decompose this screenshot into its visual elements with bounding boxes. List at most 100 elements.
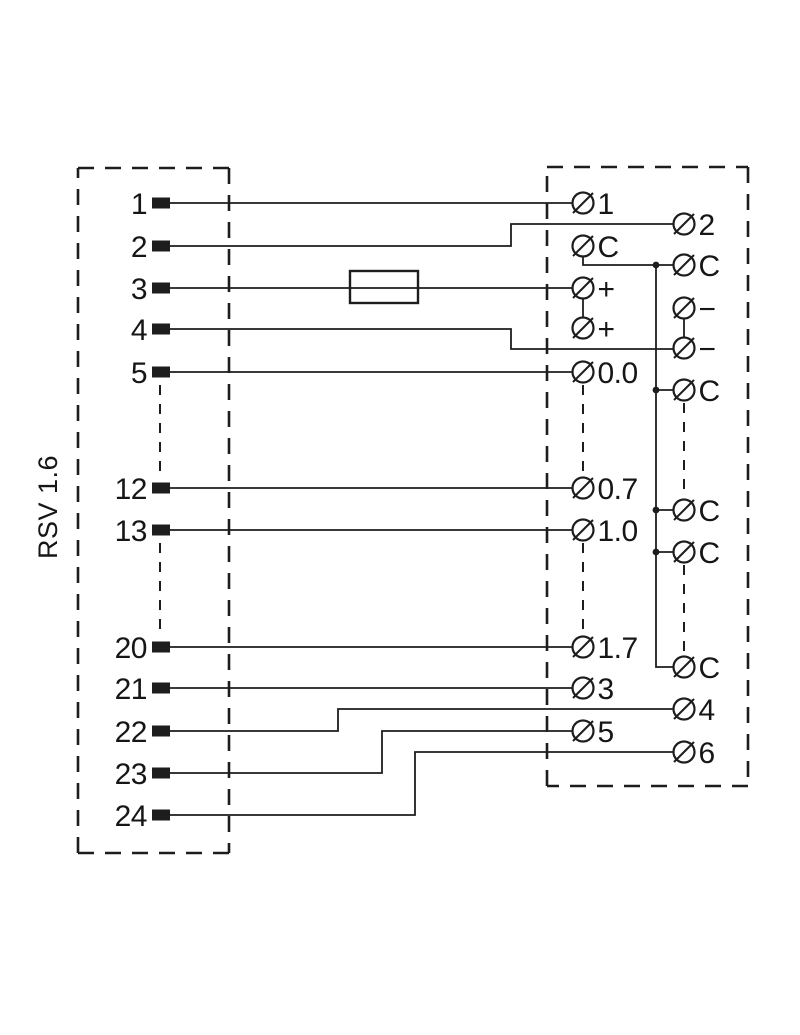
terminal-right-C-4: C: [672, 375, 720, 408]
terminal-label: 4: [699, 694, 715, 727]
pin-21: 21: [115, 673, 170, 706]
pin-3: 3: [131, 273, 170, 306]
terminal-slash-icon: [673, 254, 695, 276]
pin-contact-icon: [152, 725, 170, 737]
fuse-symbol: [348, 269, 420, 305]
terminal-label: C: [699, 250, 720, 283]
pin-number: 20: [115, 632, 147, 665]
pin-13: 13: [115, 515, 170, 548]
pin-contact-icon: [152, 482, 170, 494]
terminal-label: C: [699, 495, 720, 528]
pin-contact-icon: [152, 282, 170, 294]
connector-box: [76, 166, 231, 855]
pin-number: 24: [115, 800, 147, 833]
terminal-slash-icon: [673, 213, 695, 235]
terminal-right-2-0: 2: [672, 209, 715, 242]
junction-dot-3: [652, 548, 660, 556]
pin-contact-icon: [152, 641, 170, 653]
wire-c-bridge: [582, 257, 673, 266]
terminal-left-+-2: +: [571, 273, 615, 306]
wire-pin23-to-terminal5: [170, 730, 572, 774]
terminal-right-C-7: C: [672, 652, 720, 685]
terminal-slash-icon: [572, 277, 594, 299]
pin-22: 22: [115, 716, 170, 749]
terminal-slash-icon: [572, 636, 594, 658]
pin-contact-icon: [152, 366, 170, 378]
terminal-right-−-2: −: [672, 293, 716, 326]
pin-2: 2: [131, 231, 170, 264]
terminal-left-3-8: 3: [571, 673, 614, 706]
pin-number: 2: [131, 231, 147, 264]
terminal-label: −: [699, 293, 716, 326]
terminal-slash-icon: [572, 317, 594, 339]
terminal-left-1.7-7: 1.7: [571, 632, 638, 665]
terminal-label: 1.0: [598, 515, 638, 548]
junction-dot-1: [652, 386, 660, 394]
terminal-label: 0.0: [598, 357, 638, 390]
pin-number: 1: [131, 188, 147, 221]
wire-pin24-to-terminal6: [170, 751, 673, 816]
pin-20: 20: [115, 632, 170, 665]
terminal-slash-icon: [572, 477, 594, 499]
pin-4: 4: [131, 314, 170, 347]
connector-type-label: RSV 1.6: [33, 455, 63, 559]
terminal-left-5-9: 5: [571, 716, 614, 749]
pin-12: 12: [115, 473, 170, 506]
pin-number: 13: [115, 515, 147, 548]
terminal-label: −: [699, 333, 716, 366]
terminal-slash-icon: [673, 541, 695, 563]
terminal-label: 1: [598, 188, 614, 221]
terminal-slash-icon: [673, 297, 695, 319]
terminal-label: +: [598, 313, 615, 346]
terminal-slash-icon: [673, 656, 695, 678]
terminal-slash-icon: [572, 192, 594, 214]
wire-pin2-to-terminal2: [170, 223, 673, 247]
terminal-slash-icon: [572, 361, 594, 383]
terminal-right-C-5: C: [672, 495, 720, 528]
terminal-right-C-6: C: [672, 537, 720, 570]
terminal-label: C: [699, 375, 720, 408]
pin-number: 3: [131, 273, 147, 306]
pin-number: 12: [115, 473, 147, 506]
terminal-label: 0.7: [598, 473, 638, 506]
pin-1: 1: [131, 188, 170, 221]
terminal-slash-icon: [572, 235, 594, 257]
terminal-label: C: [699, 652, 720, 685]
terminal-label: 3: [598, 673, 614, 706]
pin-contact-icon: [152, 767, 170, 779]
terminal-label: +: [598, 273, 615, 306]
pin-number: 5: [131, 357, 147, 390]
pin-contact-icon: [152, 809, 170, 821]
terminal-label: 5: [598, 716, 614, 749]
terminal-left-C-1: C: [571, 231, 619, 264]
terminal-label: C: [598, 231, 619, 264]
terminal-left-0.0-4: 0.0: [571, 357, 638, 390]
pin-24: 24: [115, 800, 170, 833]
terminal-left-0.7-5: 0.7: [571, 473, 638, 506]
terminal-label: C: [699, 537, 720, 570]
pin-contact-icon: [152, 682, 170, 694]
terminal-slash-icon: [673, 741, 695, 763]
terminal-right-4-8: 4: [672, 694, 715, 727]
terminal-slash-icon: [572, 519, 594, 541]
pin-number: 4: [131, 314, 147, 347]
pin-contact-icon: [152, 197, 170, 209]
pin-contact-icon: [152, 524, 170, 536]
terminal-right-C-1: C: [672, 250, 720, 283]
pin-number: 21: [115, 673, 147, 706]
pin-number: 23: [115, 758, 147, 791]
terminal-label: 1.7: [598, 632, 638, 665]
pin-contact-icon: [152, 323, 170, 335]
pin-5: 5: [131, 357, 170, 390]
terminal-label: 6: [699, 737, 715, 770]
terminal-label: 2: [699, 209, 715, 242]
terminal-left-1.0-6: 1.0: [571, 515, 638, 548]
junction-dot-0: [652, 261, 660, 269]
terminal-slash-icon: [673, 337, 695, 359]
terminal-strip-box: [545, 165, 750, 788]
terminal-left-1-0: 1: [571, 188, 614, 221]
terminal-slash-icon: [673, 499, 695, 521]
pin-number: 22: [115, 716, 147, 749]
